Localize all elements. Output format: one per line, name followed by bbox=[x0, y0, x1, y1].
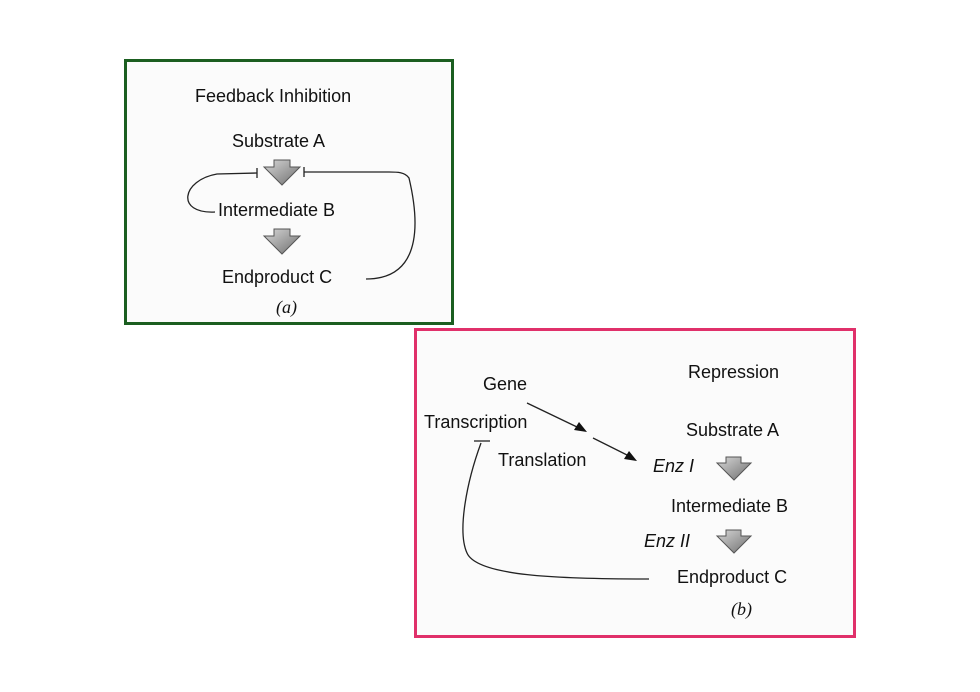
step-arrow-a-to-b bbox=[262, 159, 302, 186]
panel-b-transcription: Transcription bbox=[424, 412, 528, 432]
panel-b-caption: (b) bbox=[731, 599, 752, 619]
panel-b-intermediate: Intermediate B bbox=[671, 496, 789, 516]
panel-feedback-inhibition: Feedback Inhibition Substrate A Intermed… bbox=[124, 59, 454, 325]
panel-b-pathway-diagram bbox=[462, 402, 753, 580]
step-arrow-enz1 bbox=[715, 456, 753, 481]
panel-repression: Repression Gene Transcription Translatio… bbox=[414, 328, 856, 638]
panel-b-gene: Gene bbox=[483, 374, 528, 394]
panel-b-title: Repression bbox=[688, 362, 780, 382]
transcription-arrow bbox=[526, 402, 587, 432]
panel-a-title: Feedback Inhibition bbox=[195, 86, 352, 106]
panel-a-pathway-diagram bbox=[187, 159, 416, 280]
panel-a-caption: (a) bbox=[276, 297, 297, 317]
panel-b-translation: Translation bbox=[498, 450, 587, 470]
inhibition-line-b-to-step1 bbox=[187, 168, 258, 213]
inhibition-line-c-to-step1 bbox=[303, 167, 416, 280]
panel-a-intermediate: Intermediate B bbox=[218, 200, 336, 220]
panel-a-substrate: Substrate A bbox=[232, 131, 326, 151]
panel-b-endproduct: Endproduct C bbox=[677, 567, 788, 587]
step-arrow-enz2 bbox=[715, 529, 753, 554]
panel-b-enzyme-1: Enz I bbox=[653, 456, 695, 476]
translation-arrow bbox=[592, 437, 637, 461]
panel-a-endproduct: Endproduct C bbox=[222, 267, 333, 287]
panel-b-enzyme-2: Enz II bbox=[644, 531, 691, 551]
repression-line-c-to-transcription bbox=[462, 440, 650, 580]
step-arrow-b-to-c bbox=[262, 228, 302, 255]
panel-b-substrate: Substrate A bbox=[686, 420, 780, 440]
